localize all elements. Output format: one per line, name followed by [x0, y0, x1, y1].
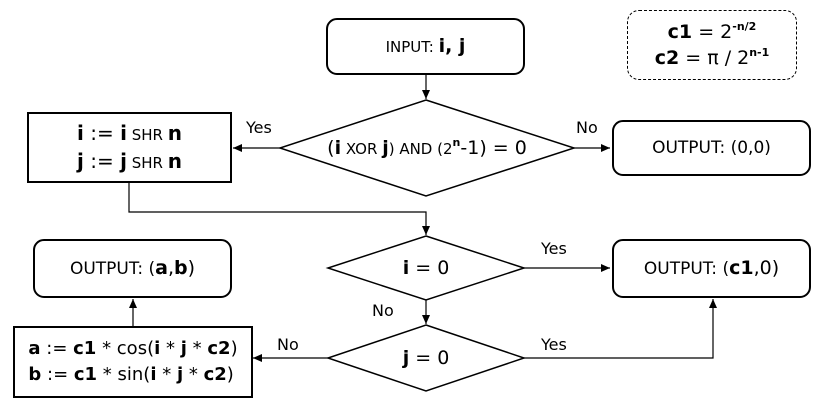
edge-label-j-no: No	[277, 335, 299, 354]
decision-xor-label: (i XOR j) AND (2n-1) = 0	[327, 136, 527, 159]
output-c1-box: OUTPUT: (c1,0)	[612, 239, 811, 298]
edge-shift-to-i	[128, 183, 430, 235]
compute-box: a := c1 * cos(i * j * c2) b := c1 * sin(…	[13, 326, 253, 398]
decision-xor-diamond	[277, 99, 577, 197]
compute-line-a: a := c1 * cos(i * j * c2)	[28, 338, 238, 359]
compute-line-b: b := c1 * sin(i * j * c2)	[28, 364, 234, 385]
edge-label-xor-no: No	[576, 118, 598, 137]
shift-box: i := i SHR n j := j SHR n	[27, 112, 232, 183]
edge-j-yes	[524, 299, 717, 359]
constant-c2: c2 = π / 2n-1	[654, 46, 770, 69]
decision-j-diamond	[325, 324, 527, 392]
decision-i-label: i = 0	[402, 257, 450, 279]
output-ab-box: OUTPUT: (a,b)	[33, 239, 232, 298]
constants-legend: c1 = 2-n/2 c2 = π / 2n-1	[627, 10, 797, 80]
edge-label-j-yes: Yes	[541, 335, 567, 354]
constant-c1: c1 = 2-n/2	[667, 20, 757, 43]
shift-line-j: j := j SHR n	[77, 148, 182, 173]
edge-label-i-yes: Yes	[541, 239, 567, 258]
edge-label-xor-yes: Yes	[246, 118, 272, 137]
decision-j-label: j = 0	[402, 347, 450, 369]
edge-label-i-no: No	[372, 301, 394, 320]
input-box: INPUT: i, j	[326, 18, 525, 75]
shift-line-i: i := i SHR n	[77, 120, 182, 145]
output-zero-box: OUTPUT: (0,0)	[612, 120, 811, 176]
